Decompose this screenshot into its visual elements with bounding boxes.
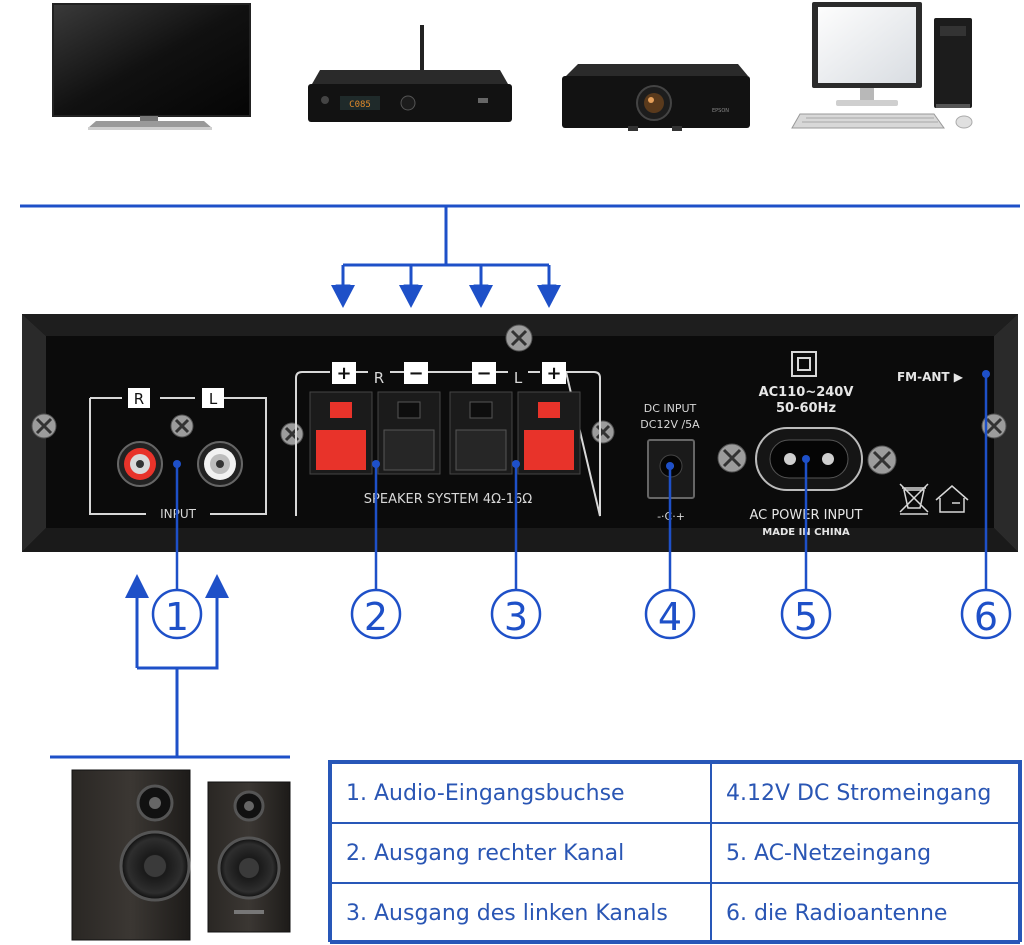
input-label: INPUT [160, 507, 197, 521]
dc-input-label: DC INPUT [644, 402, 697, 415]
callout-dots [173, 370, 990, 470]
rca-jack-red [117, 441, 163, 487]
speaker-clip-right-negative [377, 391, 441, 475]
panel-screws [31, 324, 1007, 475]
legend-item-1: 1. Audio-Eingangsbuchse [330, 762, 712, 824]
callout-4-number: 4 [658, 595, 682, 639]
callout-3-number: 3 [504, 595, 528, 639]
legend-item-4: 4.12V DC Stromeingang [710, 762, 1020, 824]
weee-bin-icon [899, 483, 929, 515]
legend-grid: 1. Audio-Eingangsbuchse 4.12V DC Stromei… [330, 762, 1020, 944]
input-arrow-heads [125, 574, 229, 598]
right-plus-sign: + [336, 363, 351, 384]
callout-5: 5 [780, 588, 832, 640]
legend-row: 1. Audio-Eingangsbuchse 4.12V DC Stromei… [330, 762, 1020, 824]
callout-1-number: 1 [165, 595, 189, 639]
right-minus-sign: − [408, 363, 423, 384]
fm-ant-label: FM-ANT ▶ [897, 370, 964, 384]
top-arrow-heads [331, 285, 561, 308]
bookshelf-speaker-large [71, 769, 191, 941]
indoor-use-icon [935, 485, 969, 513]
speaker-clip-left-positive [517, 391, 581, 475]
legend-item-6: 6. die Radioantenne [710, 882, 1020, 944]
callout-5-number: 5 [794, 595, 818, 639]
legend-row: 2. Ausgang rechter Kanal 5. AC-Netzeinga… [330, 822, 1020, 884]
tv-icon [52, 3, 251, 130]
top-distribution-lines [20, 204, 1020, 300]
projector-brand: EPSON [712, 108, 729, 114]
speaker-clip-right-positive [309, 391, 373, 475]
left-minus-sign: − [476, 363, 491, 384]
legend-item-5: 5. AC-Netzeingang [710, 822, 1020, 884]
rca-right-channel-label: L [209, 390, 218, 408]
callout-2: 2 [350, 588, 402, 640]
ac-frequency-label: 50-60Hz [776, 401, 836, 416]
projector-icon: EPSON [562, 64, 750, 131]
callout-4: 4 [644, 588, 696, 640]
input-arrows [50, 596, 290, 759]
rca-left-channel-label: R [134, 390, 144, 408]
legend-row: 3. Ausgang des linken Kanals 6. die Radi… [330, 882, 1020, 944]
speaker-right-label: R [374, 369, 384, 387]
bookshelf-speaker-small [207, 781, 291, 933]
callout-6-number: 6 [974, 595, 998, 639]
stb-display: C085 [349, 100, 371, 110]
callout-markers: 1 2 3 4 5 6 [151, 588, 1012, 640]
callout-3: 3 [490, 588, 542, 640]
fm-antenna-section: FM-ANT ▶ [897, 370, 969, 515]
legend-table: 1. Audio-Eingangsbuchse 4.12V DC Stromei… [328, 760, 1022, 944]
legend-item-3: 3. Ausgang des linken Kanals [330, 882, 712, 944]
speaker-clip-left-negative [449, 391, 513, 475]
dc-input-section: DC INPUT DC12V /5A -·C·+ [640, 402, 700, 523]
ac-rating-label: AC110~240V [759, 385, 854, 400]
legend-item-2: 2. Ausgang rechter Kanal [330, 822, 712, 884]
dc-rating-label: DC12V /5A [640, 418, 700, 431]
callout-lines [175, 374, 988, 590]
speaker-system-label: SPEAKER SYSTEM 4Ω-16Ω [364, 492, 532, 507]
callout-2-number: 2 [364, 595, 388, 639]
set-top-box-icon: C085 [308, 25, 512, 122]
callout-1: 1 [151, 588, 203, 640]
speaker-left-label: L [514, 369, 523, 387]
speaker-terminal-section: + R − − L + SPEAKER SYSTEM 4Ω-16Ω [295, 362, 601, 517]
rca-jack-white [197, 441, 243, 487]
rca-input-section: R L INPUT [89, 388, 267, 521]
callout-6: 6 [960, 588, 1012, 640]
left-plus-sign: + [546, 363, 561, 384]
desktop-computer-icon [791, 2, 973, 129]
